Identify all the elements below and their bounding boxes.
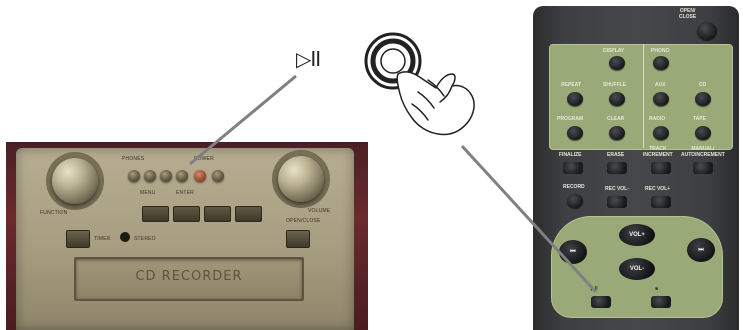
pressing-hand-icon [397,72,474,135]
stereo-connector-line [190,76,296,164]
remote-connector-line [462,146,596,292]
